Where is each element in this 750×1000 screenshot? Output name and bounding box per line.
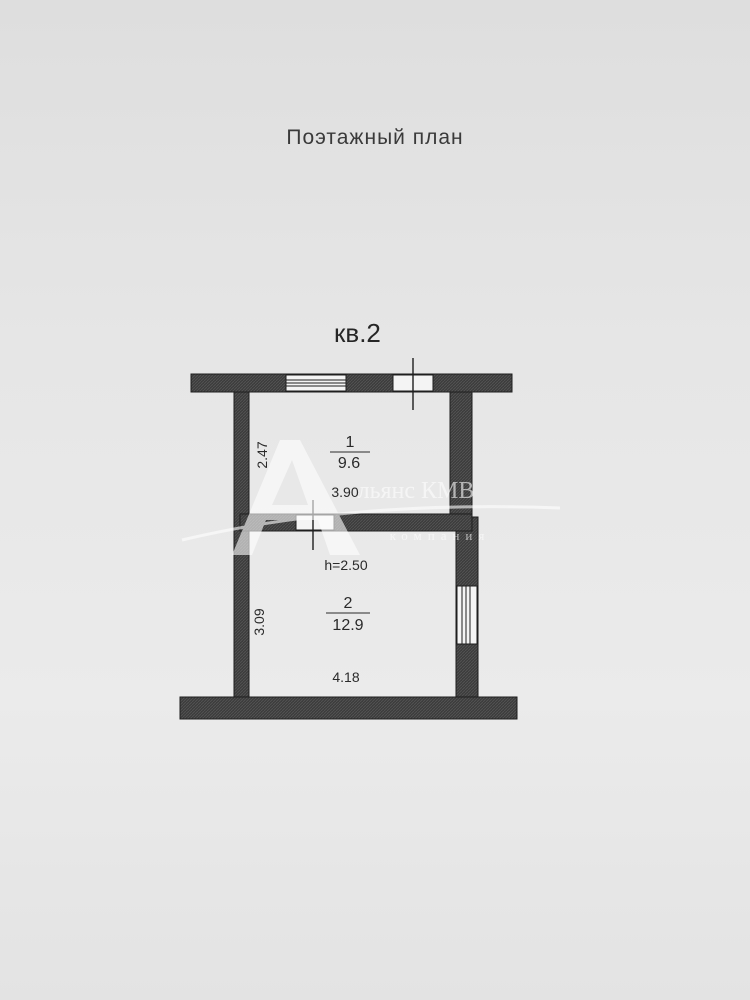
top-wall [190, 373, 513, 393]
room-1-number: 1 [346, 434, 355, 451]
watermark-subtitle: компания [390, 528, 491, 543]
room-1-area: 9.6 [338, 455, 360, 472]
apartment-label: кв.2 [334, 318, 381, 348]
room-2-area: 12.9 [332, 617, 363, 634]
watermark: льянс КМВ компания [181, 440, 561, 555]
room-1-width-dimension: 3.90 [331, 484, 358, 500]
room-2-number: 2 [344, 595, 353, 612]
window-top [285, 374, 347, 392]
room-1-height-dimension: 2.47 [254, 441, 270, 468]
ceiling-height: h=2.50 [324, 557, 367, 573]
entrance-door [392, 358, 434, 410]
bottom-wall [179, 696, 518, 720]
room-1-label: 1 9.6 [330, 434, 370, 472]
watermark-name: льянс КМВ [358, 478, 475, 504]
room-2-height-dimension: 3.09 [251, 608, 267, 635]
room-2-label: 2 12.9 [326, 595, 370, 634]
page-title: Поэтажный план [286, 126, 464, 149]
window-right [456, 585, 478, 645]
room-2-width-dimension: 4.18 [332, 669, 359, 685]
watermark-logo [232, 440, 360, 555]
